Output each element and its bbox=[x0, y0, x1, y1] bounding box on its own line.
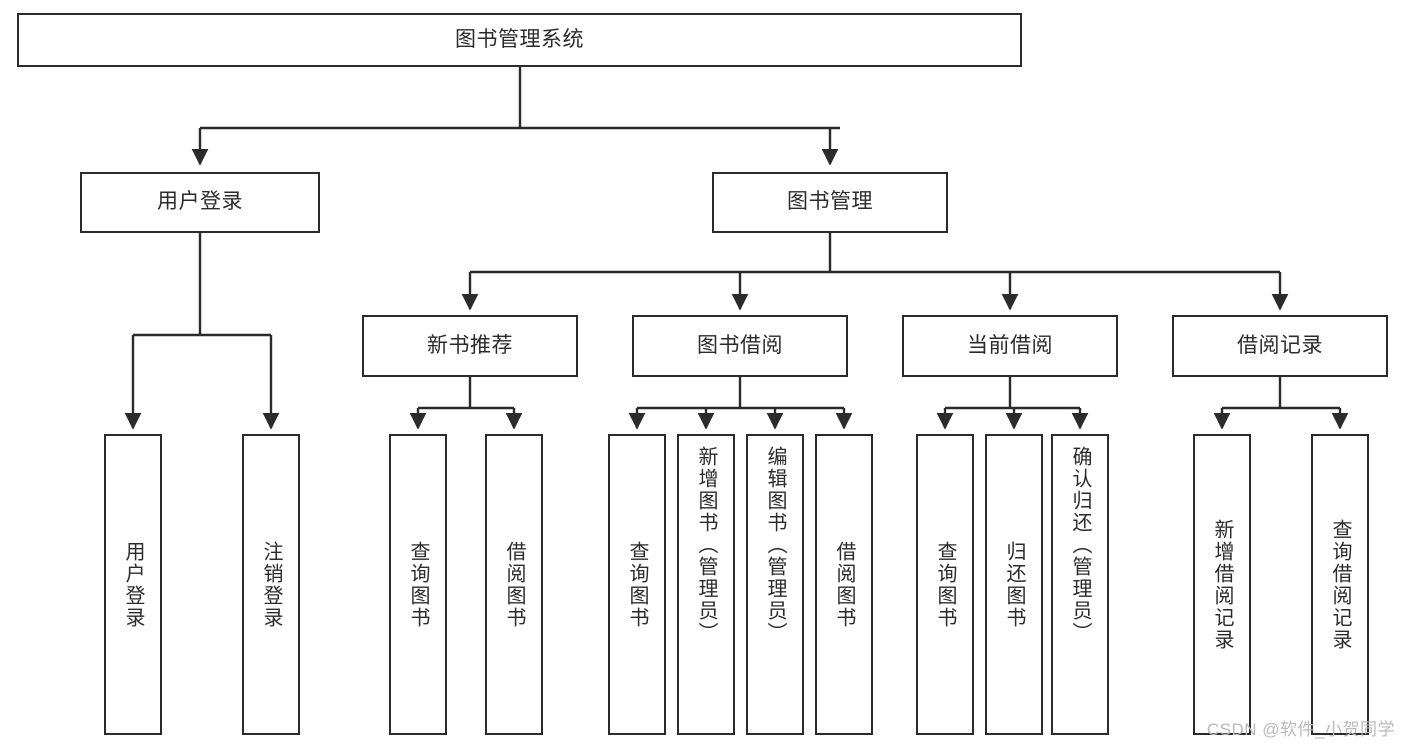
leaf-query-book-2[interactable]: 查询图书 bbox=[608, 434, 666, 735]
leaf-query-book-2-label: 查询图书 bbox=[626, 540, 648, 629]
node-user-login[interactable]: 用户登录 bbox=[80, 172, 320, 233]
node-current-borrow[interactable]: 当前借阅 bbox=[902, 315, 1118, 377]
leaf-edit-book-label: 编辑图书（管理员） bbox=[764, 446, 786, 644]
leaf-return-book-label: 归还图书 bbox=[1003, 540, 1025, 629]
csdn-watermark: CSDN @软件_小贺同学 bbox=[1206, 720, 1395, 739]
leaf-query-record-label: 查询借阅记录 bbox=[1329, 518, 1351, 651]
leaf-add-book[interactable]: 新增图书（管理员） bbox=[677, 434, 735, 735]
node-borrow-record-label: 借阅记录 bbox=[1237, 333, 1323, 357]
leaf-confirm-return-label: 确认归还（管理员） bbox=[1069, 446, 1091, 644]
leaf-query-record[interactable]: 查询借阅记录 bbox=[1311, 434, 1369, 735]
node-book-borrow-label: 图书借阅 bbox=[697, 333, 783, 357]
leaf-confirm-return[interactable]: 确认归还（管理员） bbox=[1051, 434, 1109, 735]
node-borrow-record[interactable]: 借阅记录 bbox=[1172, 315, 1388, 377]
leaf-query-book-1[interactable]: 查询图书 bbox=[389, 434, 447, 735]
node-user-login-label: 用户登录 bbox=[157, 190, 243, 214]
leaf-borrow-book-1-label: 借阅图书 bbox=[503, 540, 525, 629]
node-new-book-recommend-label: 新书推荐 bbox=[427, 333, 513, 357]
leaf-user-login-label: 用户登录 bbox=[122, 540, 144, 629]
leaf-query-book-1-label: 查询图书 bbox=[407, 540, 429, 629]
node-root-label: 图书管理系统 bbox=[455, 27, 584, 51]
leaf-logout-login-label: 注销登录 bbox=[260, 540, 282, 629]
leaf-edit-book[interactable]: 编辑图书（管理员） bbox=[746, 434, 804, 735]
leaf-return-book[interactable]: 归还图书 bbox=[985, 434, 1043, 735]
leaf-add-book-label: 新增图书（管理员） bbox=[695, 446, 717, 644]
node-book-management[interactable]: 图书管理 bbox=[712, 172, 948, 233]
leaf-user-login[interactable]: 用户登录 bbox=[104, 434, 162, 735]
leaf-add-record-label: 新增借阅记录 bbox=[1211, 518, 1233, 651]
node-book-management-label: 图书管理 bbox=[787, 190, 873, 214]
leaf-borrow-book-2-label: 借阅图书 bbox=[833, 540, 855, 629]
leaf-borrow-book-1[interactable]: 借阅图书 bbox=[485, 434, 543, 735]
leaf-query-book-3-label: 查询图书 bbox=[934, 540, 956, 629]
leaf-add-record[interactable]: 新增借阅记录 bbox=[1193, 434, 1251, 735]
leaf-logout-login[interactable]: 注销登录 bbox=[242, 434, 300, 735]
leaf-borrow-book-2[interactable]: 借阅图书 bbox=[815, 434, 873, 735]
node-current-borrow-label: 当前借阅 bbox=[967, 333, 1053, 357]
leaf-query-book-3[interactable]: 查询图书 bbox=[916, 434, 974, 735]
node-new-book-recommend[interactable]: 新书推荐 bbox=[362, 315, 578, 377]
node-book-borrow[interactable]: 图书借阅 bbox=[632, 315, 848, 377]
node-root-book-management-system[interactable]: 图书管理系统 bbox=[17, 13, 1022, 67]
